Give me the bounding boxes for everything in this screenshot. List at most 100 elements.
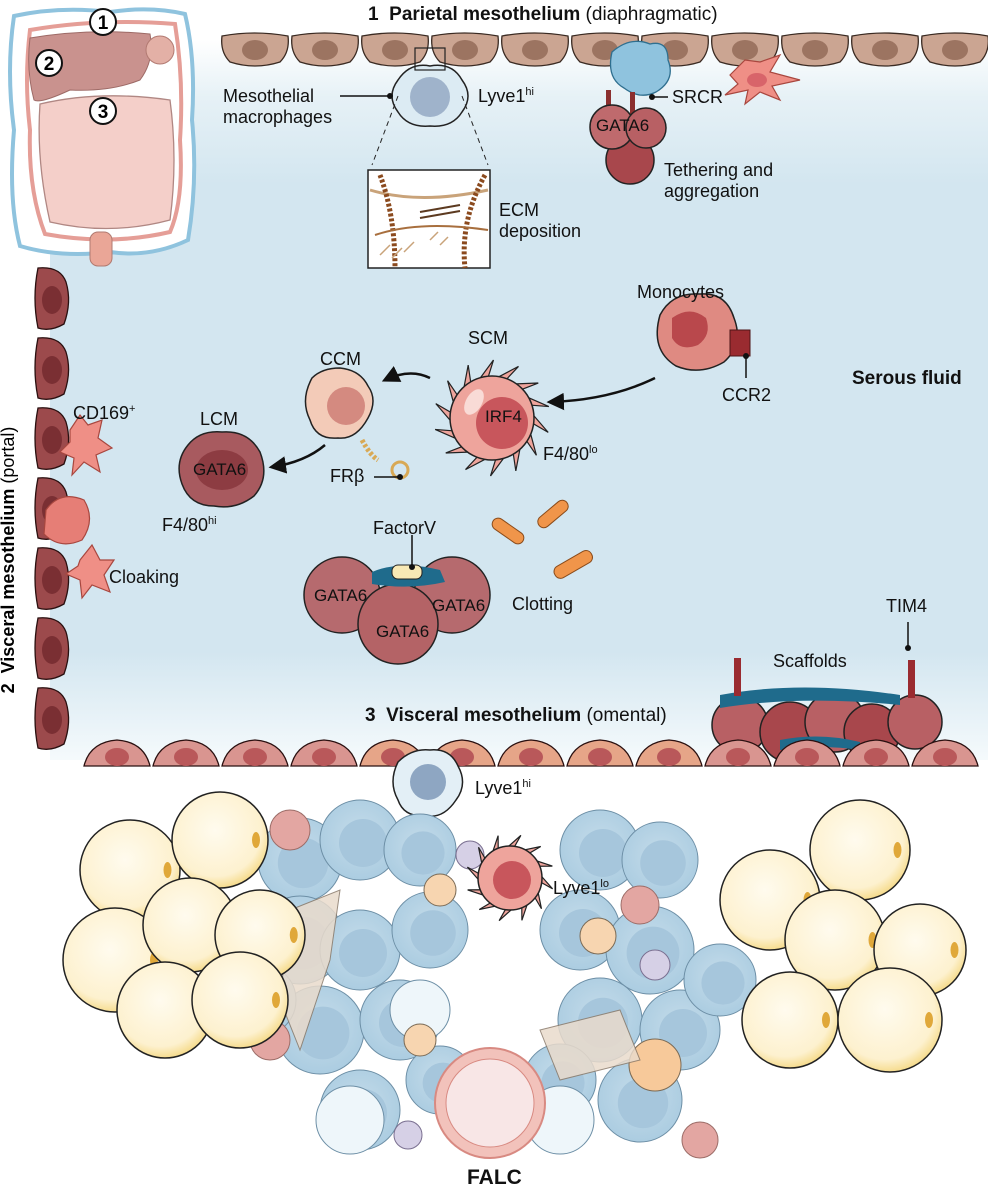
parietal-mesothelial-cells [221, 32, 988, 67]
f480-text: F4/80 [543, 444, 590, 464]
irf4-label: IRF4 [485, 407, 522, 426]
scaffolds-label: Scaffolds [773, 651, 847, 671]
region-2-name: Visceral mesothelium [0, 488, 18, 674]
ecm-label-line1: ECM [499, 200, 539, 220]
gata6-clot-label-3: GATA6 [376, 622, 430, 641]
omental-cell [773, 739, 841, 767]
region-1-name: Parietal mesothelium [389, 4, 581, 25]
monocyte [656, 293, 751, 378]
granulocyte [423, 873, 457, 907]
omental-lyve1hi-macrophage [392, 749, 464, 817]
tethering-aggregation-label: Tethering and aggregation [664, 160, 773, 201]
ecm-label-line2: deposition [499, 220, 582, 241]
inset-marker-1: 1 [89, 8, 117, 36]
ccm-label: CCM [320, 349, 361, 369]
frb-label: FRβ [330, 466, 365, 486]
inset-marker-3: 3 [89, 97, 117, 125]
scm-label: SCM [468, 328, 508, 348]
serous-fluid-label: Serous fluid [852, 368, 962, 389]
adipocyte [837, 967, 943, 1073]
region-1-title: 1 Parietal mesothelium (diaphragmatic) [368, 4, 718, 26]
ccr2-label: CCR2 [722, 385, 772, 405]
fibroblast [539, 1009, 641, 1081]
lymphocyte [315, 1085, 385, 1155]
gata6-clot-label-2: GATA6 [432, 596, 486, 615]
granulocyte [579, 917, 617, 955]
region-1-number: 1 [368, 4, 379, 25]
region-2-number: 2 [0, 683, 18, 694]
adipocyte [171, 791, 269, 889]
cd169-macrophages [43, 413, 116, 600]
falc-label: FALC [467, 1166, 522, 1189]
cloaking-label: Cloaking [109, 567, 180, 587]
immune-cell [383, 813, 457, 887]
omental-cell [842, 739, 910, 767]
f480-sup: lo [589, 444, 598, 456]
inset-marker-2: 2 [35, 49, 63, 77]
adipocyte [741, 971, 839, 1069]
lyve1-text: Lyve1 [475, 778, 523, 798]
immune-cell [319, 909, 401, 991]
monocyte-small [269, 809, 311, 851]
parietal-cell [851, 32, 919, 67]
parietal-cell [291, 32, 359, 67]
omental-cell [221, 739, 289, 767]
lyve1-sup: hi [522, 778, 531, 790]
pseudopod [539, 872, 554, 890]
lcm-label: LCM [200, 409, 239, 429]
cd169-label: CD169+ [73, 403, 135, 424]
adipocyte [191, 951, 289, 1049]
omental-cell [566, 739, 634, 767]
granulocyte [628, 1038, 682, 1092]
srcr-label: SRCR [672, 87, 724, 107]
f480-hi-label: F4/80hi [162, 515, 217, 536]
monocyte-small [681, 1121, 719, 1159]
gata6-clot-label-1: GATA6 [314, 586, 368, 605]
ecm-deposition-label: ECM deposition [499, 200, 581, 241]
ccm-macrophage [304, 367, 410, 480]
small-lymphocyte [639, 949, 671, 981]
omental-cell [290, 739, 358, 767]
tethering-line2: aggregation [664, 180, 760, 201]
lyve1-sup: lo [600, 878, 609, 890]
parietal-cell [501, 32, 569, 67]
mesothelial-macrophages-label: Mesothelial macrophages [223, 86, 332, 127]
portal-cell [34, 407, 70, 470]
region-1-qualifier: (diaphragmatic) [585, 4, 718, 25]
monocyte-to-scm-arrow [546, 376, 656, 411]
omental-cell [635, 739, 703, 767]
omental-cell [704, 739, 772, 767]
tethering-aggregation-cluster [589, 40, 671, 185]
gata6-lcm-label: GATA6 [193, 460, 247, 479]
portal-cell [34, 617, 70, 680]
pseudopod [435, 403, 453, 425]
mesothelial-label-line1: Mesothelial [223, 86, 315, 106]
mesothelial-label-line2: macrophages [223, 106, 333, 127]
lcm-macrophage [178, 431, 265, 508]
f480-lo-label: F4/80lo [543, 444, 598, 465]
lyve1-sup: hi [525, 86, 534, 98]
falc-cluster [62, 791, 967, 1159]
svg-text:1: 1 [98, 13, 109, 34]
adipocyte [809, 799, 911, 901]
omental-cell [497, 739, 565, 767]
abdomen-inset: 1 2 3 [8, 7, 197, 267]
portal-cell [34, 337, 70, 400]
omental-cell [83, 739, 151, 767]
parietal-cell [361, 32, 429, 67]
parietal-cell [921, 32, 988, 67]
bacteria [491, 499, 593, 579]
pseudopod [531, 411, 549, 433]
pseudopod [477, 359, 495, 382]
svg-text:3: 3 [98, 102, 109, 123]
immune-cell [683, 943, 757, 1017]
tim4-label: TIM4 [886, 596, 928, 616]
pseudopod [489, 454, 507, 477]
cd169-text: CD169 [73, 403, 130, 423]
clotting-label: Clotting [512, 594, 574, 614]
monocytes-label: Monocytes [637, 282, 725, 302]
region-3-title: 3 Visceral mesothelium (omental) [365, 705, 667, 727]
parietal-cell [781, 32, 849, 67]
lyve1-hi-omental-label: Lyve1hi [475, 778, 531, 799]
